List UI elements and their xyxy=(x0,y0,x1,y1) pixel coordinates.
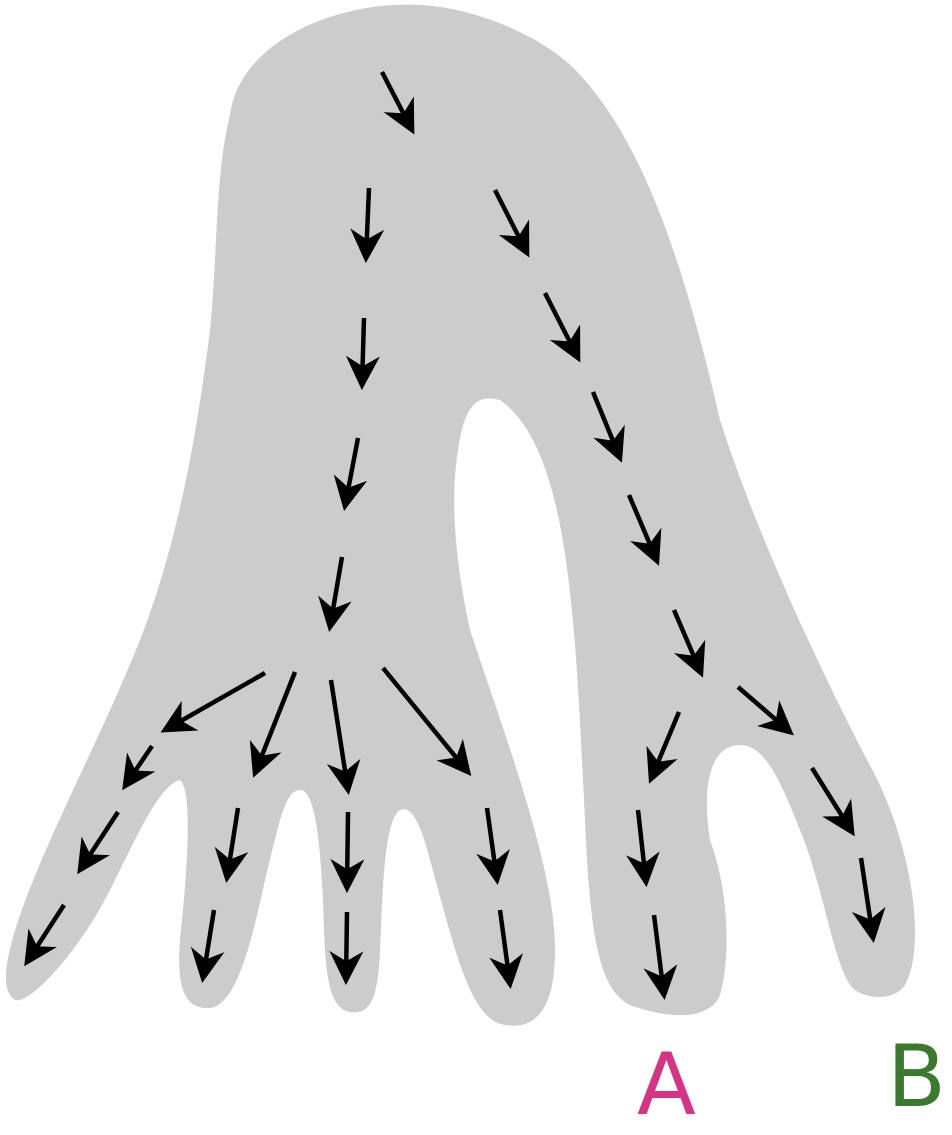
flow-arrow-16 xyxy=(346,912,347,980)
label-a: A xyxy=(637,1042,696,1128)
flow-arrow-2 xyxy=(366,188,369,258)
label-b: B xyxy=(887,1034,946,1120)
flow-arrow-15 xyxy=(347,812,348,888)
gray-branching-body xyxy=(6,5,915,1026)
flow-arrow-3 xyxy=(362,318,364,385)
